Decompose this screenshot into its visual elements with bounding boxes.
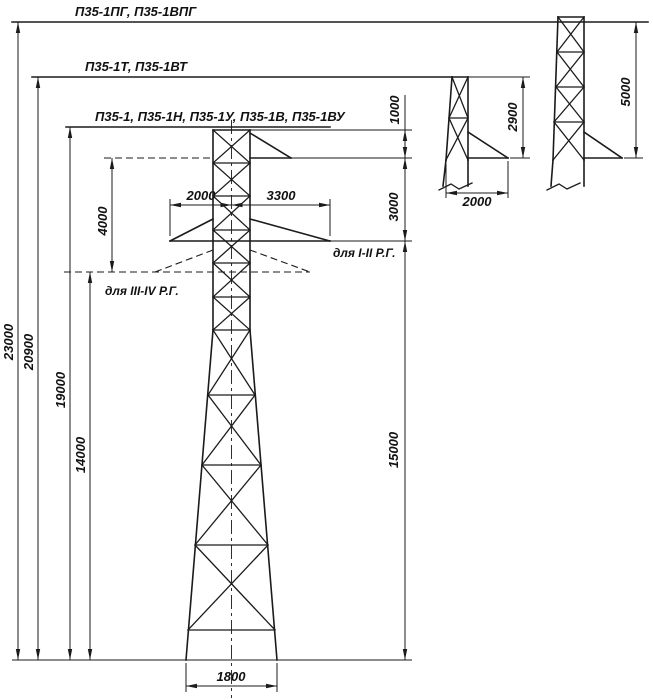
tower-legs bbox=[185, 329, 278, 661]
dim-t-variant-height: 20900 bbox=[21, 333, 36, 371]
dim-trunk-section: 15000 bbox=[386, 431, 401, 468]
variant-label-middle: П35-1Т, П35-1ВТ bbox=[85, 59, 188, 74]
dim-detail-t-width: 2000 bbox=[462, 194, 493, 209]
crossarm-lower-dashed bbox=[154, 249, 311, 273]
top-bracket bbox=[248, 131, 293, 160]
variant-label-top: П35-1ПГ, П35-1ВПГ bbox=[75, 4, 197, 19]
dim-lower-crossarm-level: 14000 bbox=[73, 436, 88, 473]
dim-tower-top-height: 19000 bbox=[53, 371, 68, 408]
detail-t-top: 2900 2000 bbox=[438, 76, 530, 209]
variant-label-bottom: П35-1, П35-1Н, П35-1У, П35-1В, П35-1ВУ bbox=[95, 109, 346, 124]
detail-pg-top: 5000 bbox=[546, 16, 643, 191]
dim-top-section: 1000 bbox=[387, 95, 402, 125]
left-dimensions: 23000 20900 19000 14000 4000 bbox=[1, 22, 412, 661]
dim-crossarm-left: 2000 bbox=[186, 188, 217, 203]
dim-crossarm-offset: 4000 bbox=[95, 206, 110, 237]
dim-crossarm-right: 3300 bbox=[267, 188, 297, 203]
reference-lines bbox=[11, 21, 649, 128]
note-upper-crossarm: для I-II Р.Г. bbox=[333, 246, 395, 260]
tower-mast bbox=[212, 129, 251, 331]
dim-detail-pg-height: 5000 bbox=[618, 77, 633, 107]
crossarm-upper bbox=[168, 217, 331, 243]
note-lower-crossarm: для III-IV Р.Г. bbox=[105, 284, 179, 298]
dim-detail-t-height: 2900 bbox=[505, 102, 520, 133]
dim-upper-section: 3000 bbox=[386, 192, 401, 222]
right-dimensions: 1000 3000 15000 bbox=[250, 95, 412, 660]
dim-total-height: 23000 bbox=[1, 323, 16, 361]
crossarm-dimensions: 2000 3300 bbox=[169, 188, 331, 236]
